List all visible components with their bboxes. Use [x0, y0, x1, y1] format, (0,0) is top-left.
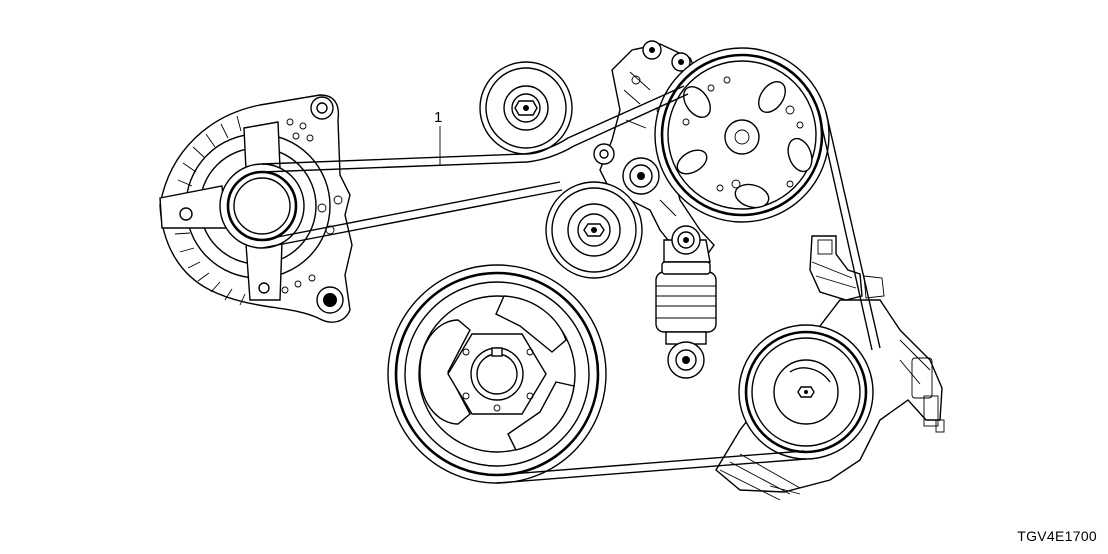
tensioner-damper: [655, 225, 717, 379]
ac-compressor: [715, 235, 945, 501]
lower-idler-pulley: [545, 181, 643, 279]
power-steering-pulley: [654, 47, 830, 223]
callout-1: 1: [434, 109, 442, 166]
upper-idler-pulley: [479, 61, 573, 155]
alternator: [159, 94, 353, 323]
figure-code: TGV4E1700: [1017, 528, 1097, 544]
crankshaft-pulley: [387, 264, 607, 484]
drive-belt: [261, 85, 881, 484]
callout-number: 1: [434, 109, 442, 126]
